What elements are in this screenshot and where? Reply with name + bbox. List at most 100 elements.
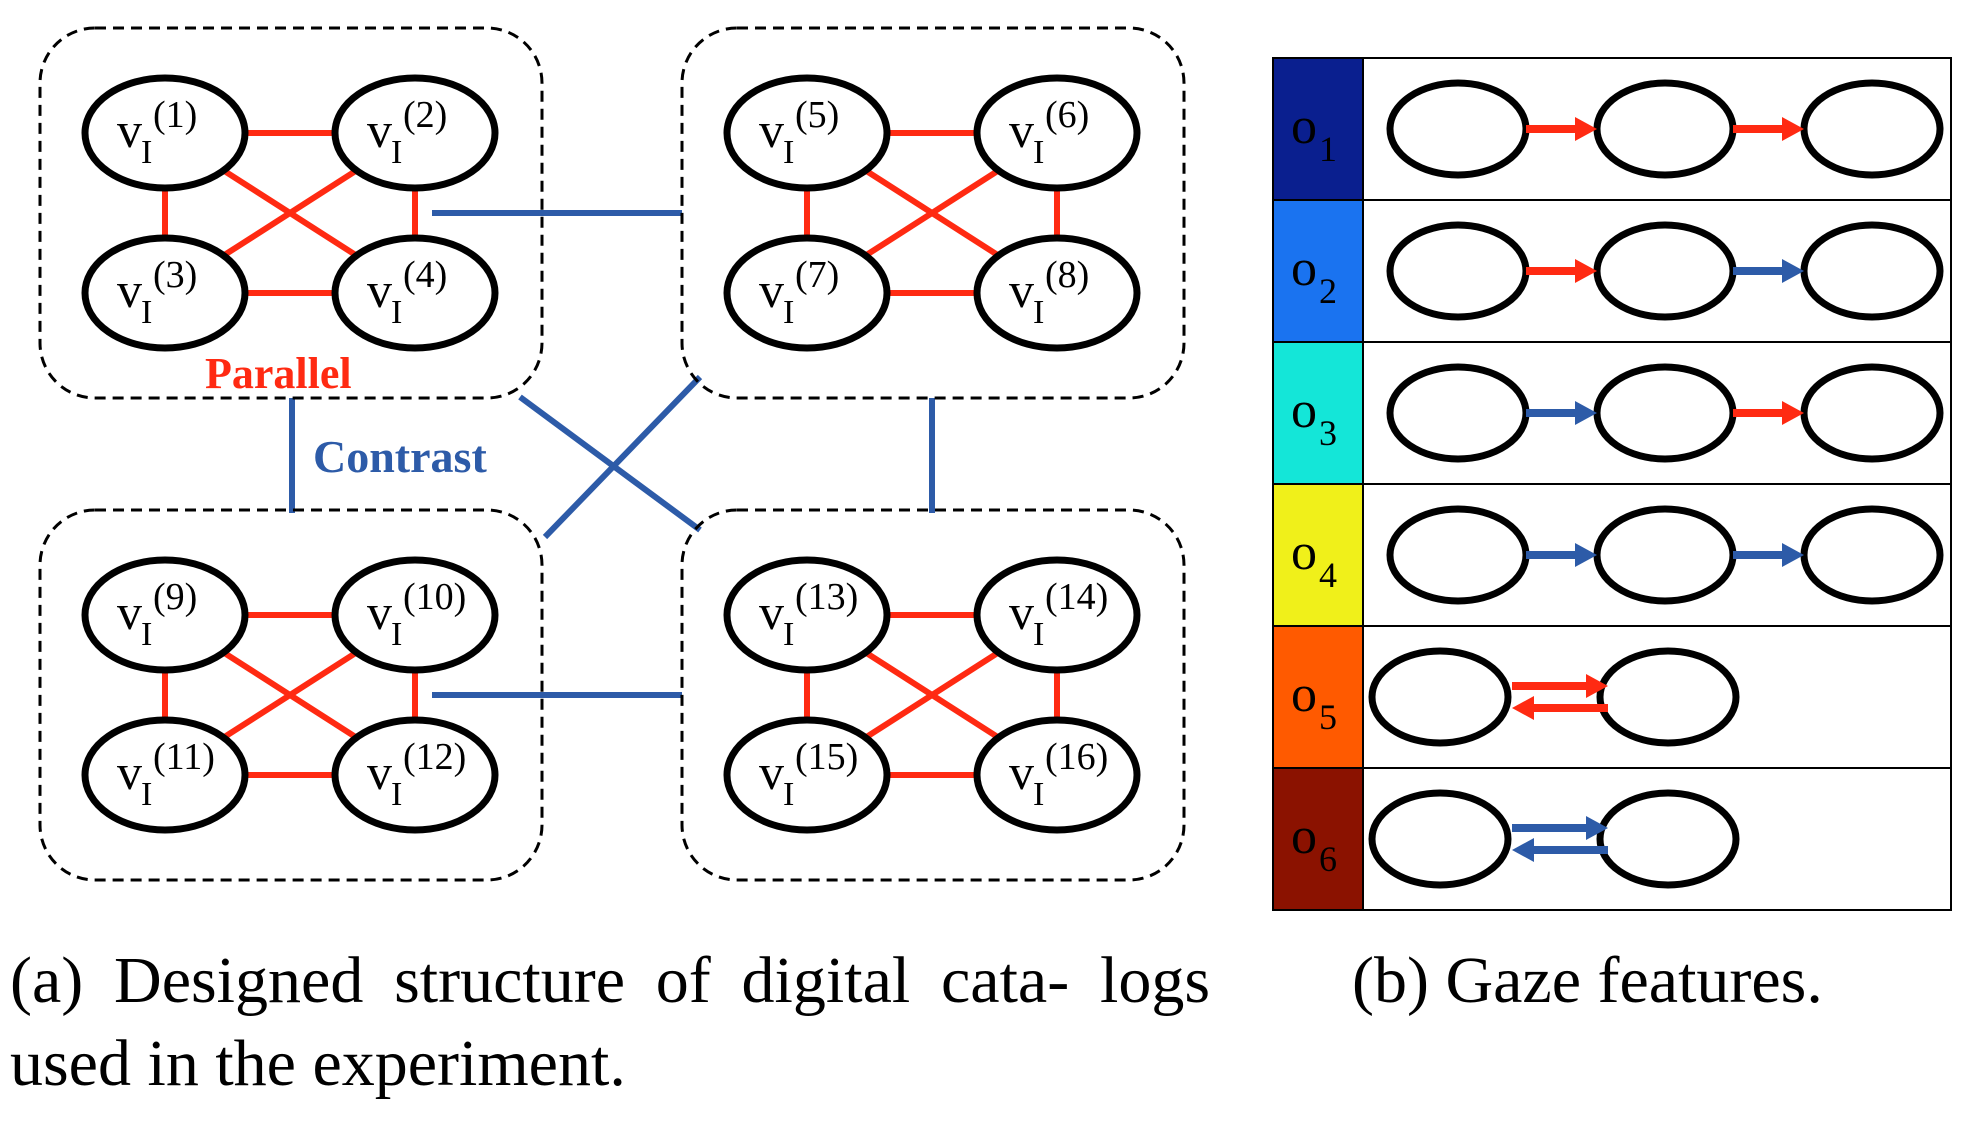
node-label-base: v	[117, 262, 142, 318]
node-label-subscript: I	[391, 134, 402, 171]
row-label-index: 3	[1319, 413, 1337, 453]
node-label-subscript: I	[391, 776, 402, 813]
group-border	[680, 26, 1186, 400]
node-label-superscript: (16)	[1045, 736, 1108, 778]
group-border	[38, 508, 544, 882]
row-label-index: 6	[1319, 839, 1337, 879]
node-label-superscript: (1)	[153, 94, 197, 136]
node-label-base: v	[367, 744, 392, 800]
arrow-head	[1782, 259, 1804, 283]
node-label-subscript: I	[1033, 776, 1044, 813]
node-label-subscript: I	[783, 294, 794, 331]
transition-arrow	[1526, 401, 1597, 425]
row-label: o	[1291, 808, 1317, 865]
transition-arrow	[1733, 117, 1804, 141]
node-label-superscript: (11)	[153, 736, 215, 778]
node-label-superscript: (9)	[153, 576, 197, 618]
node-ellipse	[973, 74, 1141, 192]
row-label: o	[1291, 666, 1317, 723]
group-border	[38, 26, 544, 400]
caption-b: (b) Gaze features.	[1352, 944, 1823, 1017]
node-label-subscript: I	[783, 776, 794, 813]
arrow-head	[1782, 117, 1804, 141]
node-ellipse	[973, 556, 1141, 674]
node-label-base: v	[367, 584, 392, 640]
node-label-subscript: I	[141, 616, 152, 653]
arrow-head	[1512, 838, 1534, 862]
row-label-index: 2	[1319, 271, 1337, 311]
node-label-superscript: (6)	[1045, 94, 1089, 136]
node-label-base: v	[759, 102, 784, 158]
node-label-superscript: (5)	[795, 94, 839, 136]
row-color-swatch	[1272, 199, 1364, 343]
node-ellipse	[81, 716, 249, 834]
node-label-base: v	[1009, 744, 1034, 800]
row-color-swatch	[1272, 341, 1364, 485]
row-color-swatch	[1272, 483, 1364, 627]
arrow-head	[1575, 543, 1597, 567]
node-ellipse	[723, 716, 891, 834]
node-label-superscript: (8)	[1045, 254, 1089, 296]
node-label-superscript: (12)	[403, 736, 466, 778]
arrow-head	[1586, 816, 1608, 840]
node-label-base: v	[367, 102, 392, 158]
node-ellipse	[723, 234, 891, 352]
row-label-index: 1	[1319, 129, 1337, 169]
contrast-label: Contrast	[313, 431, 487, 482]
node-label-base: v	[1009, 102, 1034, 158]
node-ellipse	[81, 556, 249, 674]
node-label-base: v	[759, 584, 784, 640]
parallel-label: Parallel	[205, 349, 352, 398]
contrast-edges	[289, 210, 935, 698]
node-label-base: v	[117, 584, 142, 640]
transition-arrow	[1733, 543, 1804, 567]
node-label-base: v	[759, 744, 784, 800]
node-ellipse	[331, 716, 499, 834]
node-label-subscript: I	[391, 294, 402, 331]
contrast-edge	[518, 394, 702, 533]
row-label-index: 5	[1319, 697, 1337, 737]
node-label-subscript: I	[783, 134, 794, 171]
arrow-head	[1575, 401, 1597, 425]
group-border	[680, 508, 1186, 882]
gaze-ellipse	[1596, 789, 1740, 889]
node-label-subscript: I	[141, 294, 152, 331]
caption-a: (a) Designed structure of digital cata- …	[10, 944, 1210, 1100]
node-ellipse	[81, 74, 249, 192]
node-label-subscript: I	[1033, 616, 1044, 653]
node-label-base: v	[117, 102, 142, 158]
node-label-subscript: I	[141, 134, 152, 171]
row-label-index: 4	[1319, 555, 1337, 595]
node-label-base: v	[1009, 584, 1034, 640]
transition-arrow-back	[1512, 696, 1608, 720]
row-cell	[1362, 767, 1952, 911]
node-label-subscript: I	[141, 776, 152, 813]
node-ellipse	[973, 234, 1141, 352]
row-color-swatch	[1272, 767, 1364, 911]
transition-arrow-forward	[1512, 674, 1608, 698]
node-label-base: v	[367, 262, 392, 318]
node-label-superscript: (10)	[403, 576, 466, 618]
row-label: o	[1291, 382, 1317, 439]
arrow-head	[1782, 543, 1804, 567]
